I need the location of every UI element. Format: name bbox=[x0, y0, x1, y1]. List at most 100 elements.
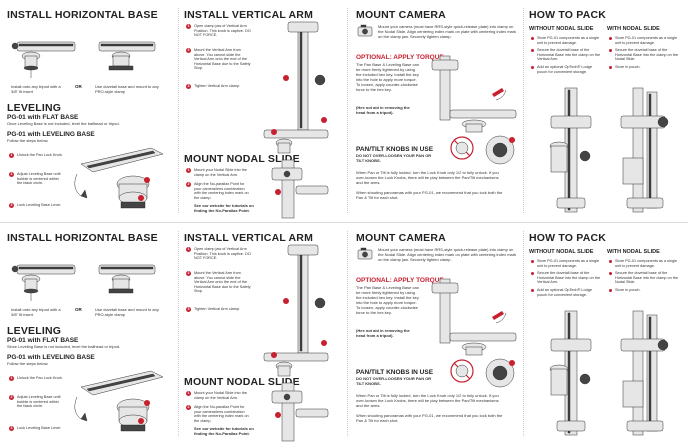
with-nodal-title: WITH NODAL SLIDE bbox=[607, 249, 660, 255]
vertical-arm-title: INSTALL VERTICAL ARM bbox=[184, 9, 314, 21]
pan-tilt-knob-illustration bbox=[450, 358, 515, 388]
pan-tilt-title: PAN/TILT KNOBS IN USE bbox=[356, 146, 434, 153]
tripod-mount-illustration bbox=[11, 264, 76, 301]
nodal-slide-illustration bbox=[271, 159, 329, 219]
column-divider bbox=[178, 8, 179, 213]
pan-tilt-warning: DO NOT OVER-LOOSEN YOUR PAN OR TILT KNOB… bbox=[356, 153, 432, 163]
leveling-base-illustration bbox=[74, 370, 164, 432]
dovetail-mount-illustration bbox=[98, 41, 156, 71]
nodal-slide-title: MOUNT NODAL SLIDE bbox=[184, 153, 300, 165]
leveling-base-title: PG-01 with LEVELING BASE bbox=[7, 131, 95, 138]
pack-without-nodal-illustration bbox=[549, 310, 592, 436]
torque-text: The Pan Base & Leveling Base can be more… bbox=[356, 285, 419, 315]
vertical-arm-illustration bbox=[263, 244, 329, 377]
how-to-pack-title: HOW TO PACK bbox=[529, 9, 607, 21]
without-item-1: Store PG-01 components as a single unit … bbox=[531, 259, 601, 268]
option-dovetail-text: Use dovetail base and mount to any PRO-s… bbox=[95, 84, 159, 94]
with-item-1: Store PG-01 components as a single unit … bbox=[609, 36, 681, 45]
leveling-base-illustration bbox=[74, 147, 164, 209]
torque-title: OPTIONAL: APPLY TORQUE bbox=[356, 54, 444, 61]
torque-illustration bbox=[431, 55, 517, 133]
pan-tilt-text-1: When Pan or Tilt is fully locked, turn t… bbox=[356, 170, 499, 185]
with-item-3: Store in pouch. bbox=[609, 288, 681, 293]
without-nodal-title: WITHOUT NODAL SLIDE bbox=[529, 249, 594, 255]
mount-camera-title: MOUNT CAMERA bbox=[356, 232, 446, 244]
instruction-sheet-2: INSTALL HORIZONTAL BASE Install onto any… bbox=[0, 223, 688, 445]
how-to-pack-section: HOW TO PACK WITHOUT NODAL SLIDE Store PG… bbox=[527, 223, 685, 445]
pan-tilt-title: PAN/TILT KNOBS IN USE bbox=[356, 369, 434, 376]
without-item-2: Secure the dovetail base of the Horizont… bbox=[531, 271, 601, 285]
vertical-arm-title: INSTALL VERTICAL ARM bbox=[184, 232, 314, 244]
torque-illustration bbox=[431, 278, 517, 356]
with-item-2: Secure the dovetail base of the Horizont… bbox=[609, 48, 681, 62]
leveling-title: LEVELING bbox=[7, 102, 62, 114]
mount-camera-text: Mount your camera (must have RRS-style q… bbox=[378, 24, 517, 39]
horizontal-base-illustration bbox=[11, 41, 156, 78]
mount-camera-section: MOUNT CAMERA Mount your camera (must hav… bbox=[352, 223, 524, 445]
nodal-slide-title: MOUNT NODAL SLIDE bbox=[184, 376, 300, 388]
torque-title: OPTIONAL: APPLY TORQUE bbox=[356, 277, 444, 284]
leveling-base-text: Follow the steps below. bbox=[7, 361, 49, 366]
camera-icon bbox=[357, 24, 373, 37]
without-nodal-title: WITHOUT NODAL SLIDE bbox=[529, 26, 594, 32]
leveling-title: LEVELING bbox=[7, 325, 62, 337]
horizontal-base-title: INSTALL HORIZONTAL BASE bbox=[7, 9, 158, 21]
with-item-2: Secure the dovetail base of the Horizont… bbox=[609, 271, 681, 285]
flat-base-text: Once Leveling Base is not included, leve… bbox=[7, 121, 120, 126]
mount-camera-section: MOUNT CAMERA Mount your camera (must hav… bbox=[352, 0, 524, 222]
flat-base-title: PG-01 with FLAT BASE bbox=[7, 114, 79, 121]
pack-with-nodal-illustration bbox=[620, 310, 669, 436]
leveling-base-text: Follow the steps below. bbox=[7, 138, 49, 143]
option-tripod-text: Install onto any tripod with a 3/8" fit … bbox=[11, 84, 61, 94]
nodal-slide-illustration bbox=[271, 382, 329, 442]
torque-text: The Pan Base & Leveling Base can be more… bbox=[356, 62, 419, 92]
with-item-3: Store in pouch. bbox=[609, 65, 681, 70]
instruction-sheet-1: INSTALL HORIZONTAL BASE Install onto any… bbox=[0, 0, 688, 222]
option-dovetail-text: Use dovetail base and mount to any PRO-s… bbox=[95, 307, 159, 317]
pack-with-nodal-illustration bbox=[620, 87, 669, 213]
pan-tilt-text-2: When shooting panoramas with your PG-01,… bbox=[356, 413, 503, 423]
option-tripod-text: Install onto any tripod with a 3/8" fit … bbox=[11, 307, 61, 317]
leveling-base-title: PG-01 with LEVELING BASE bbox=[7, 354, 95, 361]
horizontal-base-section: INSTALL HORIZONTAL BASE Install onto any… bbox=[3, 223, 175, 445]
horizontal-base-title: INSTALL HORIZONTAL BASE bbox=[7, 232, 158, 244]
how-to-pack-section: HOW TO PACK WITHOUT NODAL SLIDE Store PG… bbox=[527, 0, 685, 222]
or-label: OR bbox=[75, 307, 82, 312]
tripod-mount-illustration bbox=[11, 41, 76, 78]
column-divider bbox=[523, 231, 524, 436]
horizontal-base-illustration bbox=[11, 264, 156, 301]
dovetail-mount-illustration bbox=[98, 264, 156, 294]
without-item-1: Store PG-01 components as a single unit … bbox=[531, 36, 601, 45]
with-item-1: Store PG-01 components as a single unit … bbox=[609, 259, 681, 268]
column-divider bbox=[523, 8, 524, 213]
column-divider bbox=[347, 231, 348, 436]
camera-icon bbox=[357, 247, 373, 260]
pan-tilt-warning: DO NOT OVER-LOOSEN YOUR PAN OR TILT KNOB… bbox=[356, 376, 432, 386]
mount-camera-text: Mount your camera (must have RRS-style q… bbox=[378, 247, 517, 262]
nodal-slide-note: See our website for tutorials on finding… bbox=[194, 203, 254, 213]
or-label: OR bbox=[75, 84, 82, 89]
column-divider bbox=[178, 231, 179, 436]
pan-tilt-text-1: When Pan or Tilt is fully locked, turn t… bbox=[356, 393, 499, 408]
mount-camera-title: MOUNT CAMERA bbox=[356, 9, 446, 21]
torque-warning: (Hex not aid in removing the head from a… bbox=[356, 105, 410, 115]
torque-warning: (Hex not aid in removing the head from a… bbox=[356, 328, 410, 338]
vertical-arm-illustration bbox=[263, 21, 329, 154]
horizontal-base-section: INSTALL HORIZONTAL BASE Install onto any… bbox=[3, 0, 175, 222]
sheet-divider bbox=[0, 222, 688, 223]
